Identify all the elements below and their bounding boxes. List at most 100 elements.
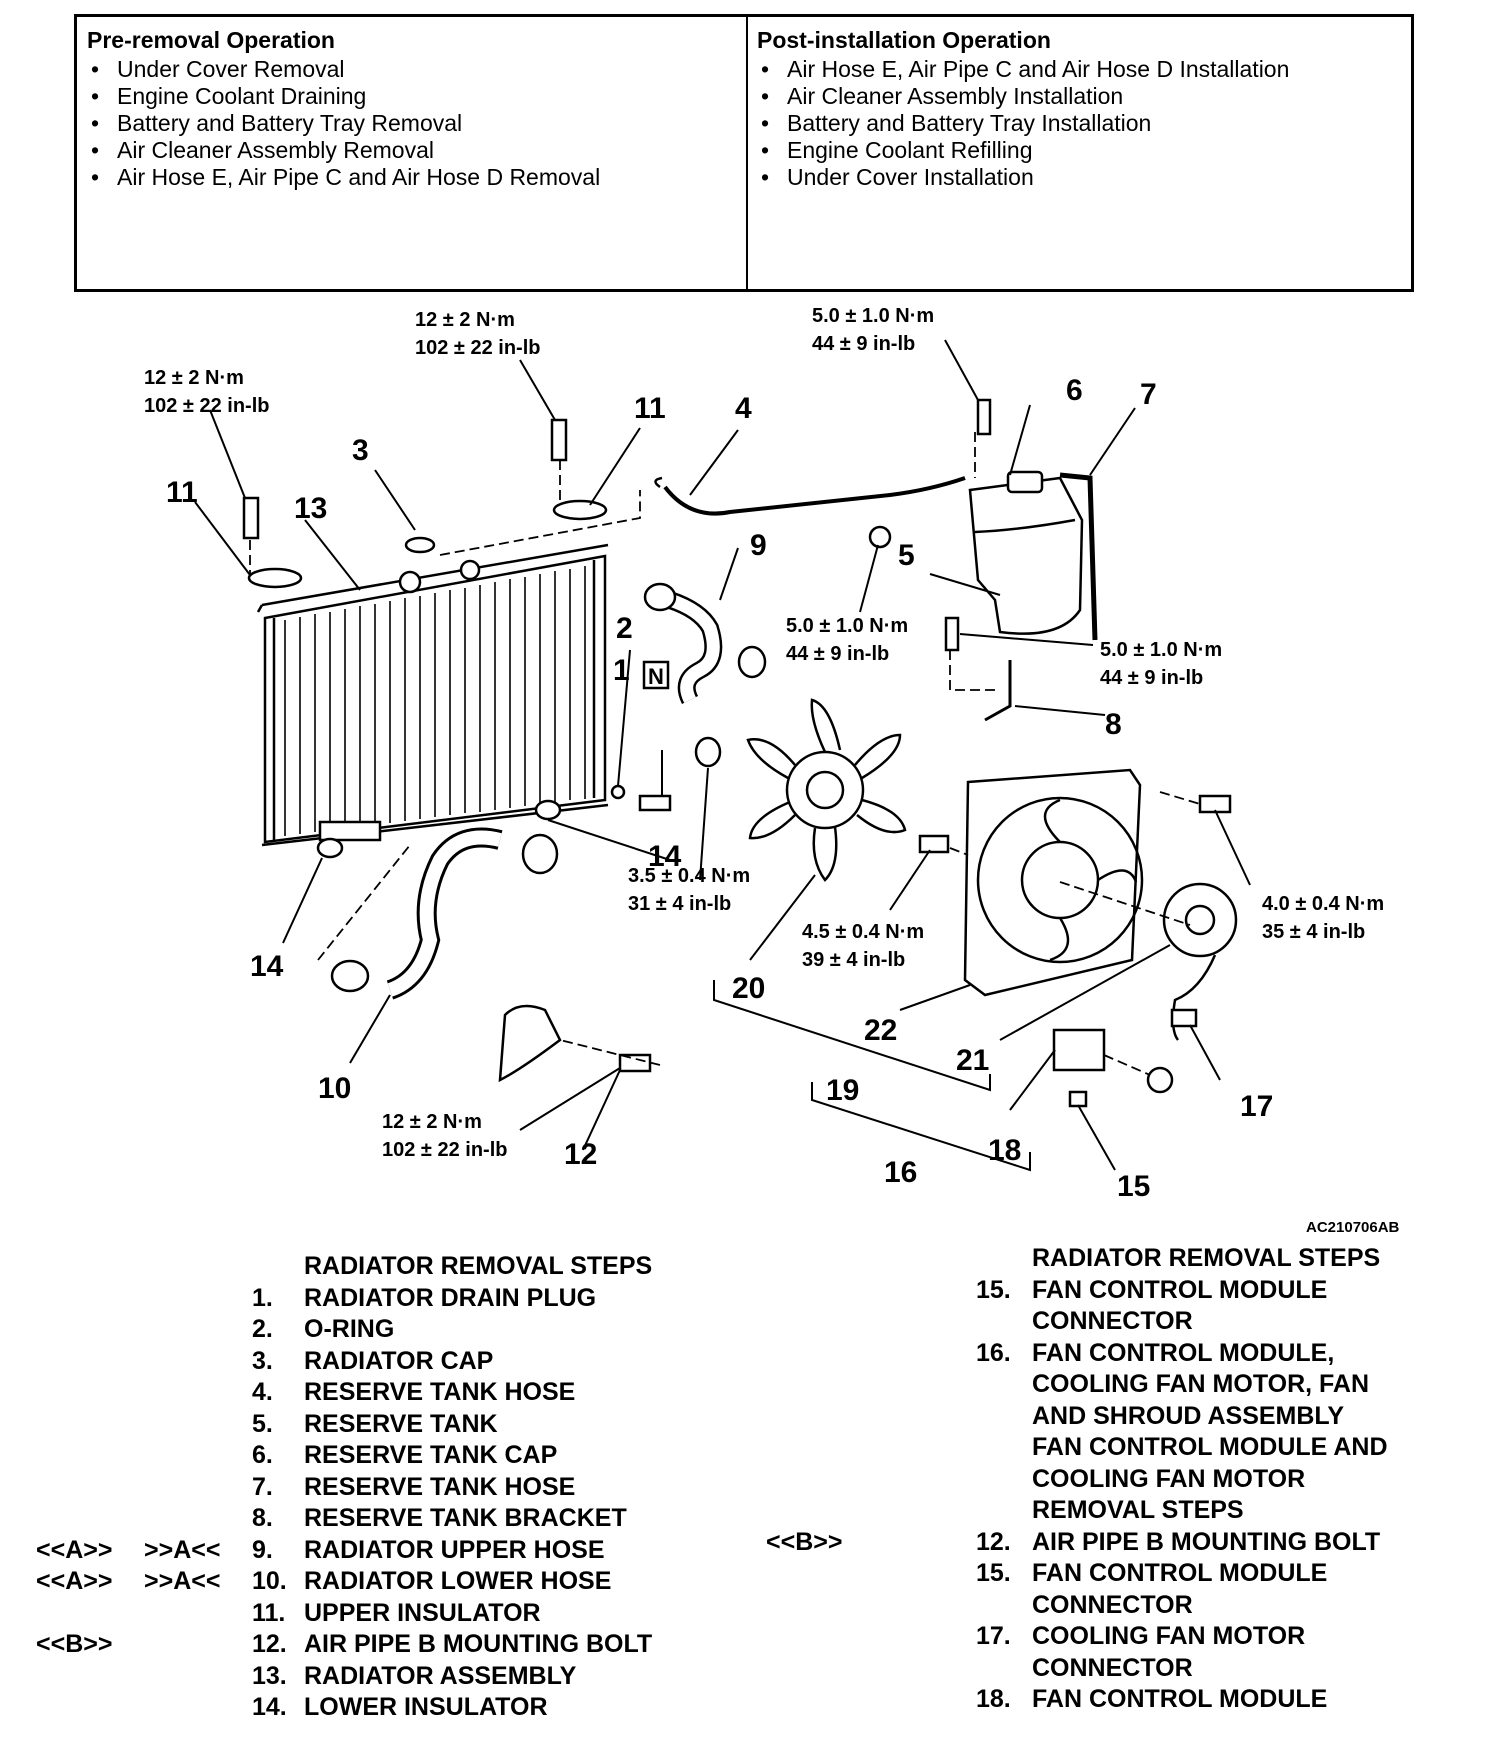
step-row: 16. FAN CONTROL MODULE,: [976, 1338, 1476, 1370]
step-row: <<B>>12.AIR PIPE B MOUNTING BOLT: [766, 1527, 1476, 1559]
step-text: CONNECTOR: [1032, 1653, 1193, 1682]
callout-16: 16: [884, 1156, 917, 1189]
step-number: 18.: [976, 1685, 1011, 1713]
torque-bolt12-inlb: 102 ± 22 in-lb: [382, 1139, 507, 1161]
sub-title-row: COOLING FAN MOTOR: [976, 1464, 1476, 1496]
new-part-mark: N: [648, 664, 664, 689]
step-text: AIR PIPE B MOUNTING BOLT: [1032, 1527, 1381, 1556]
torque-tank-left-inlb: 44 ± 9 in-lb: [786, 643, 889, 665]
callout-11-left: 11: [166, 476, 198, 509]
sub-title: COOLING FAN MOTOR: [1032, 1464, 1306, 1493]
step-number: 2.: [252, 1315, 273, 1343]
callout-22: 22: [864, 1014, 897, 1047]
step-number: 8.: [252, 1504, 273, 1532]
step-text: RESERVE TANK: [304, 1409, 498, 1438]
torque-tank-top-inlb: 44 ± 9 in-lb: [812, 333, 915, 355]
step-row: 8. RESERVE TANK BRACKET: [36, 1503, 736, 1535]
torque-labels: 12 ± 2 N·m 102 ± 22 in-lb 12 ± 2 N·m 102…: [144, 305, 1384, 1161]
step-text: RADIATOR ASSEMBLY: [304, 1661, 577, 1690]
step-row: 4.RESERVE TANK HOSE: [36, 1377, 736, 1409]
torque-tank-right-nm: 5.0 ± 1.0 N·m: [1100, 639, 1222, 661]
post-installation-list: Air Hose E, Air Pipe C and Air Hose D In…: [757, 56, 1289, 191]
list-item: Engine Coolant Draining: [87, 83, 600, 110]
step-text: UPPER INSULATOR: [304, 1598, 541, 1627]
step-row-cont: CONNECTOR: [976, 1306, 1476, 1338]
step-number: 4.: [252, 1378, 273, 1406]
callout-12: 12: [564, 1138, 597, 1171]
left-steps-title: RADIATOR REMOVAL STEPS: [304, 1252, 653, 1280]
step-row: 7.RESERVE TANK HOSE: [36, 1472, 736, 1504]
step-row: 15.FAN CONTROL MODULE: [976, 1558, 1476, 1590]
right-steps-title-row: RADIATOR REMOVAL STEPS: [976, 1243, 1476, 1275]
fan-control-module-drawing: [1052, 1028, 1106, 1072]
sub-title-row: REMOVAL STEPS: [976, 1495, 1476, 1527]
callout-1: 1: [613, 654, 630, 687]
callout-6: 6: [1066, 374, 1083, 407]
callout-14-right: 14: [648, 840, 682, 873]
torque-upper-left-inlb: 102 ± 22 in-lb: [144, 395, 269, 417]
step-number: 16.: [976, 1338, 1011, 1367]
step-ref-b: >>A<<: [144, 1535, 221, 1564]
step-row-cont: CONNECTOR: [976, 1653, 1476, 1685]
callout-9: 9: [750, 529, 767, 562]
callout-4: 4: [735, 392, 752, 425]
torque-tank-left-nm: 5.0 ± 1.0 N·m: [786, 615, 908, 637]
step-number: 15.: [976, 1559, 1011, 1587]
sub-title-row: FAN CONTROL MODULE AND: [976, 1432, 1476, 1464]
step-row: 14. LOWER INSULATOR: [36, 1692, 736, 1724]
torque-upper-mid-inlb: 102 ± 22 in-lb: [415, 337, 540, 359]
step-row: 11.UPPER INSULATOR: [36, 1598, 736, 1630]
left-removal-steps: RADIATOR REMOVAL STEPS 1.RADIATOR DRAIN …: [36, 1251, 736, 1724]
torque-shroud-right-nm: 4.0 ± 0.4 N·m: [1262, 893, 1384, 915]
step-number: 12.: [252, 1630, 287, 1658]
callout-13: 13: [294, 492, 327, 525]
step-number: 1.: [252, 1283, 273, 1312]
step-text: FAN CONTROL MODULE,: [1032, 1338, 1335, 1367]
step-ref-a: <<A>>: [36, 1535, 113, 1564]
post-installation-title: Post-installation Operation: [757, 27, 1051, 53]
step-row: 1.RADIATOR DRAIN PLUG: [36, 1283, 736, 1315]
step-number: 7.: [252, 1472, 273, 1501]
radiator-cap-drawing: [404, 536, 436, 554]
step-text: FAN CONTROL MODULE: [1032, 1685, 1328, 1713]
step-row: <<B>>12.AIR PIPE B MOUNTING BOLT: [36, 1629, 736, 1661]
radiator-exploded-diagram: 1 2 3 4 5 6 7 8 9 10 11 11 12 13 14 14 1…: [144, 305, 1400, 1236]
callout-19: 19: [826, 1074, 859, 1107]
operations-box: Pre-removal Operation Under Cover Remova…: [74, 14, 1414, 292]
step-row: 15.FAN CONTROL MODULE: [976, 1275, 1476, 1307]
fan-shroud-drawing: [963, 768, 1144, 997]
step-number: 10.: [252, 1567, 287, 1595]
step-row: 2. O-RING: [36, 1314, 736, 1346]
cooling-fan-drawing: [746, 698, 907, 882]
torque-bolt12-nm: 12 ± 2 N·m: [382, 1111, 482, 1133]
step-ref-b: >>A<<: [144, 1567, 221, 1595]
callout-15: 15: [1117, 1170, 1150, 1203]
step-row: 17.COOLING FAN MOTOR: [976, 1621, 1476, 1653]
step-text: AND SHROUD ASSEMBLY: [1032, 1401, 1345, 1430]
torque-upper-mid-nm: 12 ± 2 N·m: [415, 309, 515, 331]
callout-10: 10: [318, 1072, 351, 1105]
step-text: CONNECTOR: [1032, 1590, 1193, 1619]
step-number: 5.: [252, 1409, 273, 1438]
step-text: LOWER INSULATOR: [304, 1693, 548, 1721]
new-part-mark-box: [642, 660, 670, 690]
torque-upper-left-nm: 12 ± 2 N·m: [144, 367, 244, 389]
step-text: O-RING: [304, 1315, 395, 1343]
step-row: 5. RESERVE TANK: [36, 1409, 736, 1441]
step-number: 14.: [252, 1693, 287, 1721]
step-row-cont: AND SHROUD ASSEMBLY: [976, 1401, 1476, 1433]
step-number: 9.: [252, 1535, 273, 1564]
torque-fan-nut-nm: 3.5 ± 0.4 N·m: [628, 865, 750, 887]
callout-21: 21: [956, 1044, 989, 1077]
step-number: 6.: [252, 1441, 273, 1469]
step-number: 13.: [252, 1661, 287, 1690]
step-text: RESERVE TANK BRACKET: [304, 1504, 627, 1532]
left-steps-title-row: RADIATOR REMOVAL STEPS: [36, 1251, 736, 1283]
callout-8: 8: [1105, 708, 1122, 741]
callout-11-right: 11: [634, 392, 666, 425]
step-text: RADIATOR CAP: [304, 1346, 494, 1375]
ops-divider: [746, 17, 748, 289]
torque-shroud-right-inlb: 35 ± 4 in-lb: [1262, 921, 1365, 943]
right-steps-title: RADIATOR REMOVAL STEPS: [1032, 1244, 1381, 1272]
step-row-cont: COOLING FAN MOTOR, FAN: [976, 1369, 1476, 1401]
